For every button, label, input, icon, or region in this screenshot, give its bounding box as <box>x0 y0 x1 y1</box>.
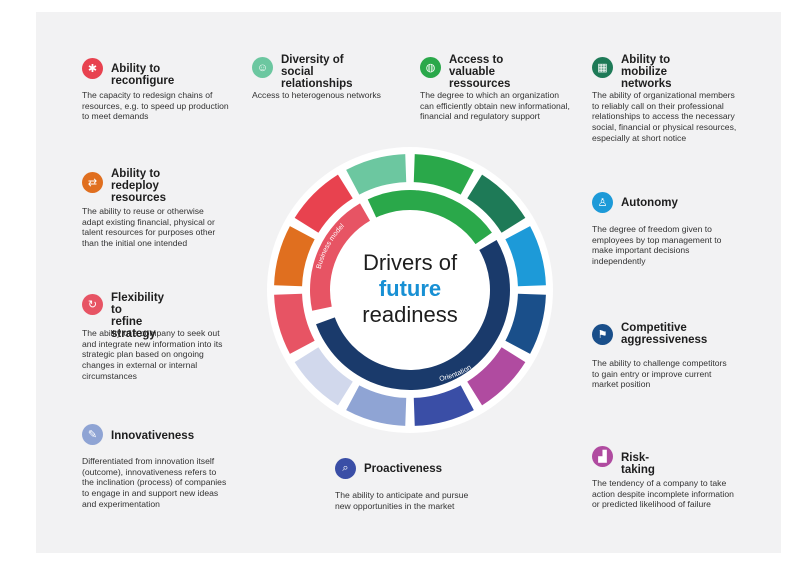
item-title: Innovativeness <box>111 430 195 442</box>
segment-innovativeness-light <box>294 347 353 406</box>
center-line-3: readiness <box>362 302 458 327</box>
people-icon: ☺ <box>252 57 273 78</box>
globe-icon: ◍ <box>420 57 441 78</box>
center-line-2: future <box>378 276 442 301</box>
segment-competitive <box>505 293 546 354</box>
bulb-icon: ✎ <box>82 424 103 445</box>
segment-redeploy <box>274 226 315 287</box>
orientation-arc <box>316 240 510 390</box>
inner-arcs <box>310 190 510 390</box>
segment-proactiveness <box>413 385 474 426</box>
wheel-background <box>267 147 553 433</box>
flag-icon: ⚑ <box>592 324 613 345</box>
item-title: Risk-taking <box>621 452 655 476</box>
network-icon: ▦ <box>592 57 613 78</box>
segment-mobilize <box>467 174 526 233</box>
network-arc <box>367 190 492 245</box>
item-title: Proactiveness <box>364 463 442 475</box>
network-arc-label: Network <box>416 185 443 196</box>
segment-reconfigure <box>294 174 353 233</box>
center-line-1: Drivers of <box>362 250 458 275</box>
magnifier-icon: ⌕ <box>335 458 356 479</box>
segment-innovativeness <box>346 385 407 426</box>
person-icon: ♙ <box>592 192 613 213</box>
segment-autonomy <box>505 226 546 287</box>
segment-access <box>413 154 474 195</box>
flex-icon: ↻ <box>82 294 103 315</box>
segment-risk <box>467 347 526 406</box>
item-description: Access to heterogenous networks <box>252 90 381 100</box>
item-title: Autonomy <box>621 197 678 209</box>
gear-icon: ✱ <box>82 58 103 79</box>
chart-icon: ▟ <box>592 446 613 467</box>
business-model-arc <box>310 203 370 311</box>
redeploy-icon: ⇄ <box>82 172 103 193</box>
wheel-center-title: Drivers of future readiness <box>330 250 490 328</box>
item-description: Differentiated from innovation itself(ou… <box>82 456 227 509</box>
outer-segments <box>274 154 546 426</box>
segment-flexibility <box>274 293 315 354</box>
item-title: Ability to reconfigure <box>111 63 175 87</box>
segment-diversity <box>346 154 407 195</box>
